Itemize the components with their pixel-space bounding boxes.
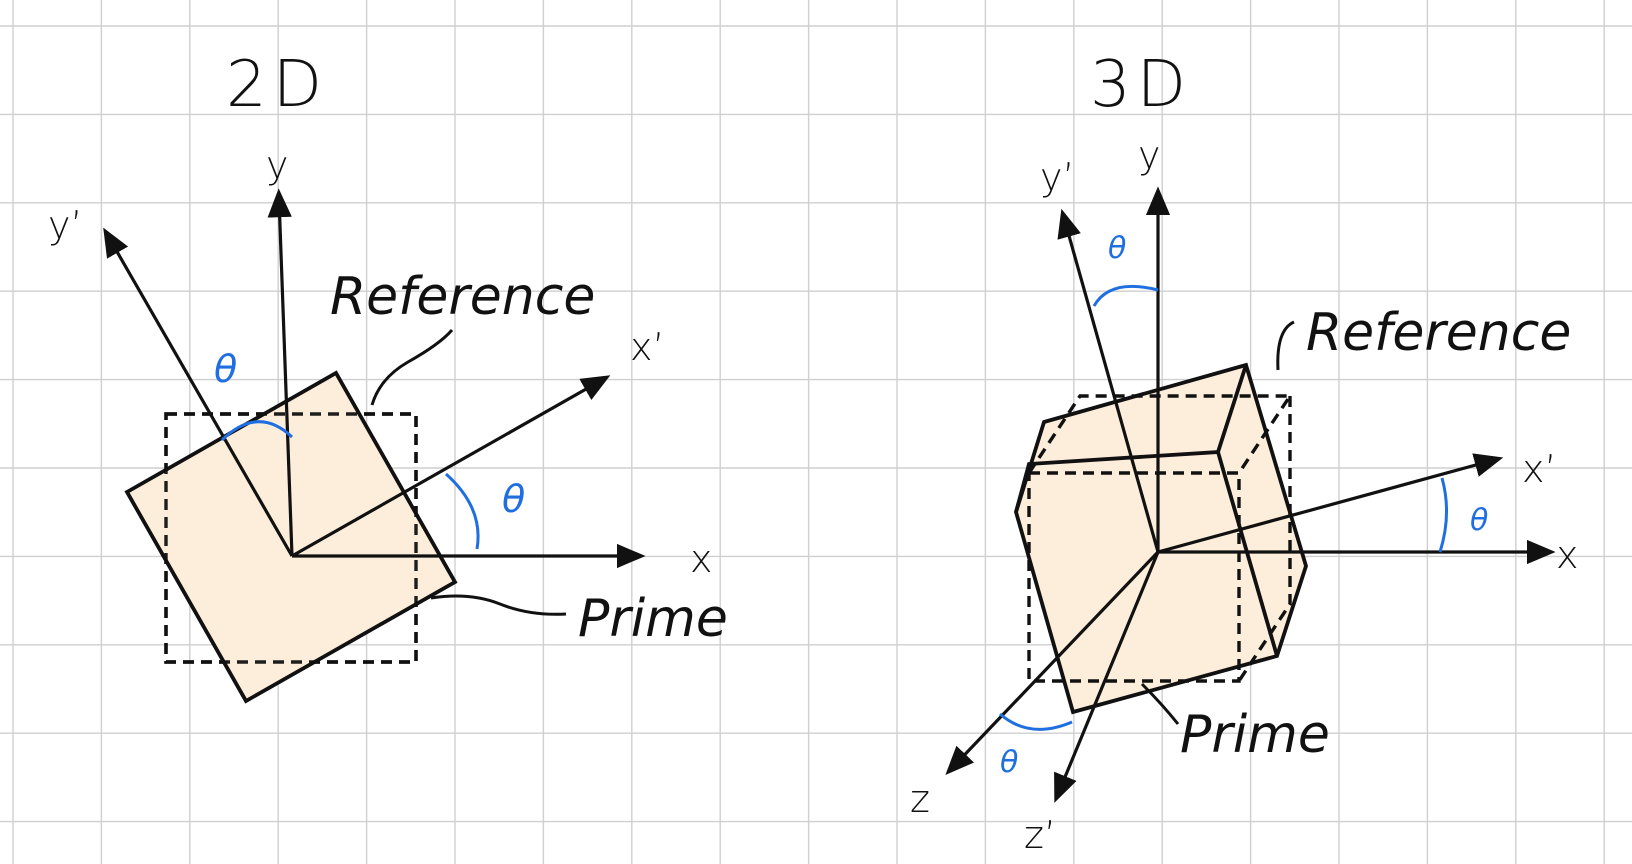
panel-3d-z-prime-axis: [1054, 551, 1160, 803]
panel-3d-reference-label: Reference: [1306, 303, 1571, 363]
panel-2d-reference-label: Reference: [330, 267, 595, 327]
panel-3d-prime-inner-edge-top: [1014, 364, 1248, 513]
panel-2d-y-prime-axis: [103, 227, 294, 557]
panel-3d-z-axis: [945, 550, 1160, 775]
panel-3d-prime-cube: [1014, 362, 1308, 715]
panel-2d-prime-leader: [430, 594, 567, 616]
panel-3d-reference-side-edge: [1237, 396, 1292, 682]
panel-3d-y-prime-axis: [1057, 208, 1160, 553]
panel-2d-y-prime-label: y’: [48, 203, 83, 247]
panel-2d: 2D θ θ x y x’ y’ Reference Prime: [48, 48, 728, 704]
panel-3d-z-angle-label: θ: [1000, 745, 1018, 780]
panel-2d-y-axis: [267, 188, 294, 557]
panel-3d-x-prime-axis: [1157, 453, 1504, 554]
panel-3d-z-label: z: [910, 777, 930, 821]
panel-3d: 3D θ θ θ x y z x’ y’ z’ Refe: [910, 48, 1579, 857]
panel-2d-title: 2D: [226, 48, 328, 122]
panel-3d-x-label: x: [1556, 533, 1579, 577]
panel-3d-prime-leader: [1140, 682, 1180, 725]
panel-3d-y-angle-arc: [1092, 284, 1159, 307]
panel-3d-reference-leader: [1276, 320, 1295, 371]
panel-2d-y-label: y: [266, 143, 289, 187]
panel-3d-y-label: y: [1138, 133, 1161, 177]
panel-3d-x-angle-label: θ: [1470, 503, 1488, 538]
panel-2d-y-angle-arc: [220, 420, 294, 442]
panel-3d-x-angle-arc: [1438, 477, 1449, 553]
panel-3d-reference-top-face: [1027, 394, 1294, 474]
panel-2d-x-angle-label: θ: [502, 477, 525, 521]
panel-3d-title: 3D: [1090, 48, 1192, 122]
panel-3d-reference-cube: [1027, 394, 1294, 683]
panel-2d-reference-square-overlay: [164, 412, 418, 664]
panel-2d-x-label: x: [690, 537, 713, 581]
panel-3d-z-angle-arc: [999, 712, 1073, 731]
panel-3d-x-prime-label: x’: [1522, 447, 1557, 491]
panel-3d-y-prime-label: y’: [1040, 155, 1075, 199]
panel-3d-reference-front-face: [1027, 471, 1241, 683]
panel-2d-x-prime-label: x’: [630, 325, 665, 369]
panel-2d-reference-leader: [370, 329, 454, 406]
panel-3d-prime-label: Prime: [1180, 705, 1330, 765]
panel-2d-x-prime-axis: [291, 375, 611, 558]
panel-2d-prime-label: Prime: [578, 589, 728, 649]
panel-3d-y-angle-label: θ: [1108, 231, 1126, 266]
panel-2d-x-angle-arc: [444, 472, 480, 550]
panel-3d-prime-inner-edge-side: [1216, 451, 1279, 657]
panel-2d-y-angle-label: θ: [214, 347, 237, 391]
panel-3d-z-prime-label: z’: [1024, 813, 1056, 857]
